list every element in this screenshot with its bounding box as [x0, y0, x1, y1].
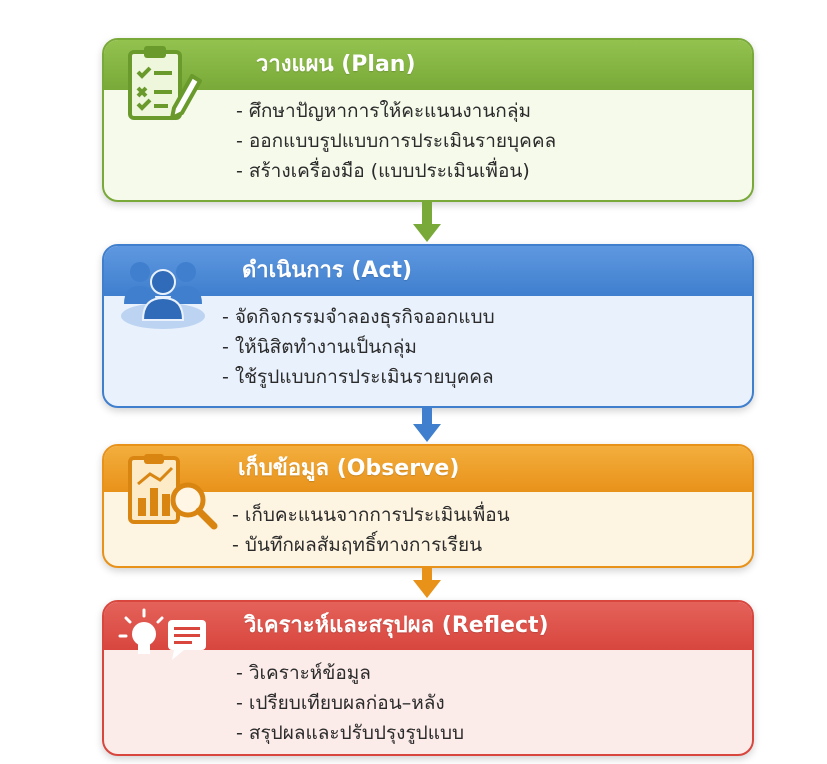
step-plan-title: วางแผน (Plan) [256, 52, 416, 77]
arrow-down-icon [413, 202, 441, 242]
list-item: -เก็บคะแนนจากการประเมินเพื่อน [232, 504, 510, 526]
step-observe-card: เก็บข้อมูล (Observe) -เก็บคะแนนจากการประ… [102, 444, 754, 568]
list-item: -สร้างเครื่องมือ (แบบประเมินเพื่อน) [236, 160, 530, 182]
step-reflect-title: วิเคราะห์และสรุปผล (Reflect) [244, 613, 549, 638]
step-plan-header [104, 40, 752, 90]
step-act-card: ดำเนินการ (Act) -จัดกิจกรรมจำลองธุรกิจออ… [102, 244, 754, 408]
step-observe-header [104, 446, 752, 492]
list-item: -บันทึกผลสัมฤทธิ์ทางการเรียน [232, 534, 483, 556]
step-act-header [104, 246, 752, 296]
step-plan-card: วางแผน (Plan) -ศึกษาปัญหาการให้คะแนนงานก… [102, 38, 754, 202]
lightbulb-message-icon [118, 606, 214, 674]
clipboard-checklist-icon [126, 46, 202, 130]
list-item: -ใช้รูปแบบการประเมินรายบุคคล [222, 366, 494, 388]
step-plan-list: -ศึกษาปัญหาการให้คะแนนงานกลุ่ม -ออกแบบรู… [236, 96, 556, 186]
list-item: -วิเคราะห์ข้อมูล [236, 662, 371, 684]
chart-magnifier-icon [126, 454, 222, 538]
list-item: -ออกแบบรูปแบบการประเมินรายบุคคล [236, 130, 557, 152]
step-reflect-header [104, 602, 752, 650]
step-reflect-card: วิเคราะห์และสรุปผล (Reflect) -วิเคราะห์ข… [102, 600, 754, 756]
step-act-list: -จัดกิจกรรมจำลองธุรกิจออกแบบ -ให้นิสิตทำ… [222, 302, 495, 392]
list-item: -ศึกษาปัญหาการให้คะแนนงานกลุ่ม [236, 100, 531, 122]
step-observe-title: เก็บข้อมูล (Observe) [238, 456, 460, 481]
step-act-title: ดำเนินการ (Act) [242, 258, 413, 283]
arrow-down-icon [413, 568, 441, 598]
step-reflect-list: -วิเคราะห์ข้อมูล -เปรียบเทียบผลก่อน–หลัง… [236, 658, 464, 748]
people-group-icon [118, 254, 208, 334]
arrow-down-icon [413, 408, 441, 442]
list-item: -จัดกิจกรรมจำลองธุรกิจออกแบบ [222, 306, 495, 328]
list-item: -ให้นิสิตทำงานเป็นกลุ่ม [222, 336, 417, 358]
step-observe-list: -เก็บคะแนนจากการประเมินเพื่อน -บันทึกผลส… [232, 500, 510, 560]
list-item: -เปรียบเทียบผลก่อน–หลัง [236, 692, 445, 714]
list-item: -สรุปผลและปรับปรุงรูปแบบ [236, 722, 465, 744]
